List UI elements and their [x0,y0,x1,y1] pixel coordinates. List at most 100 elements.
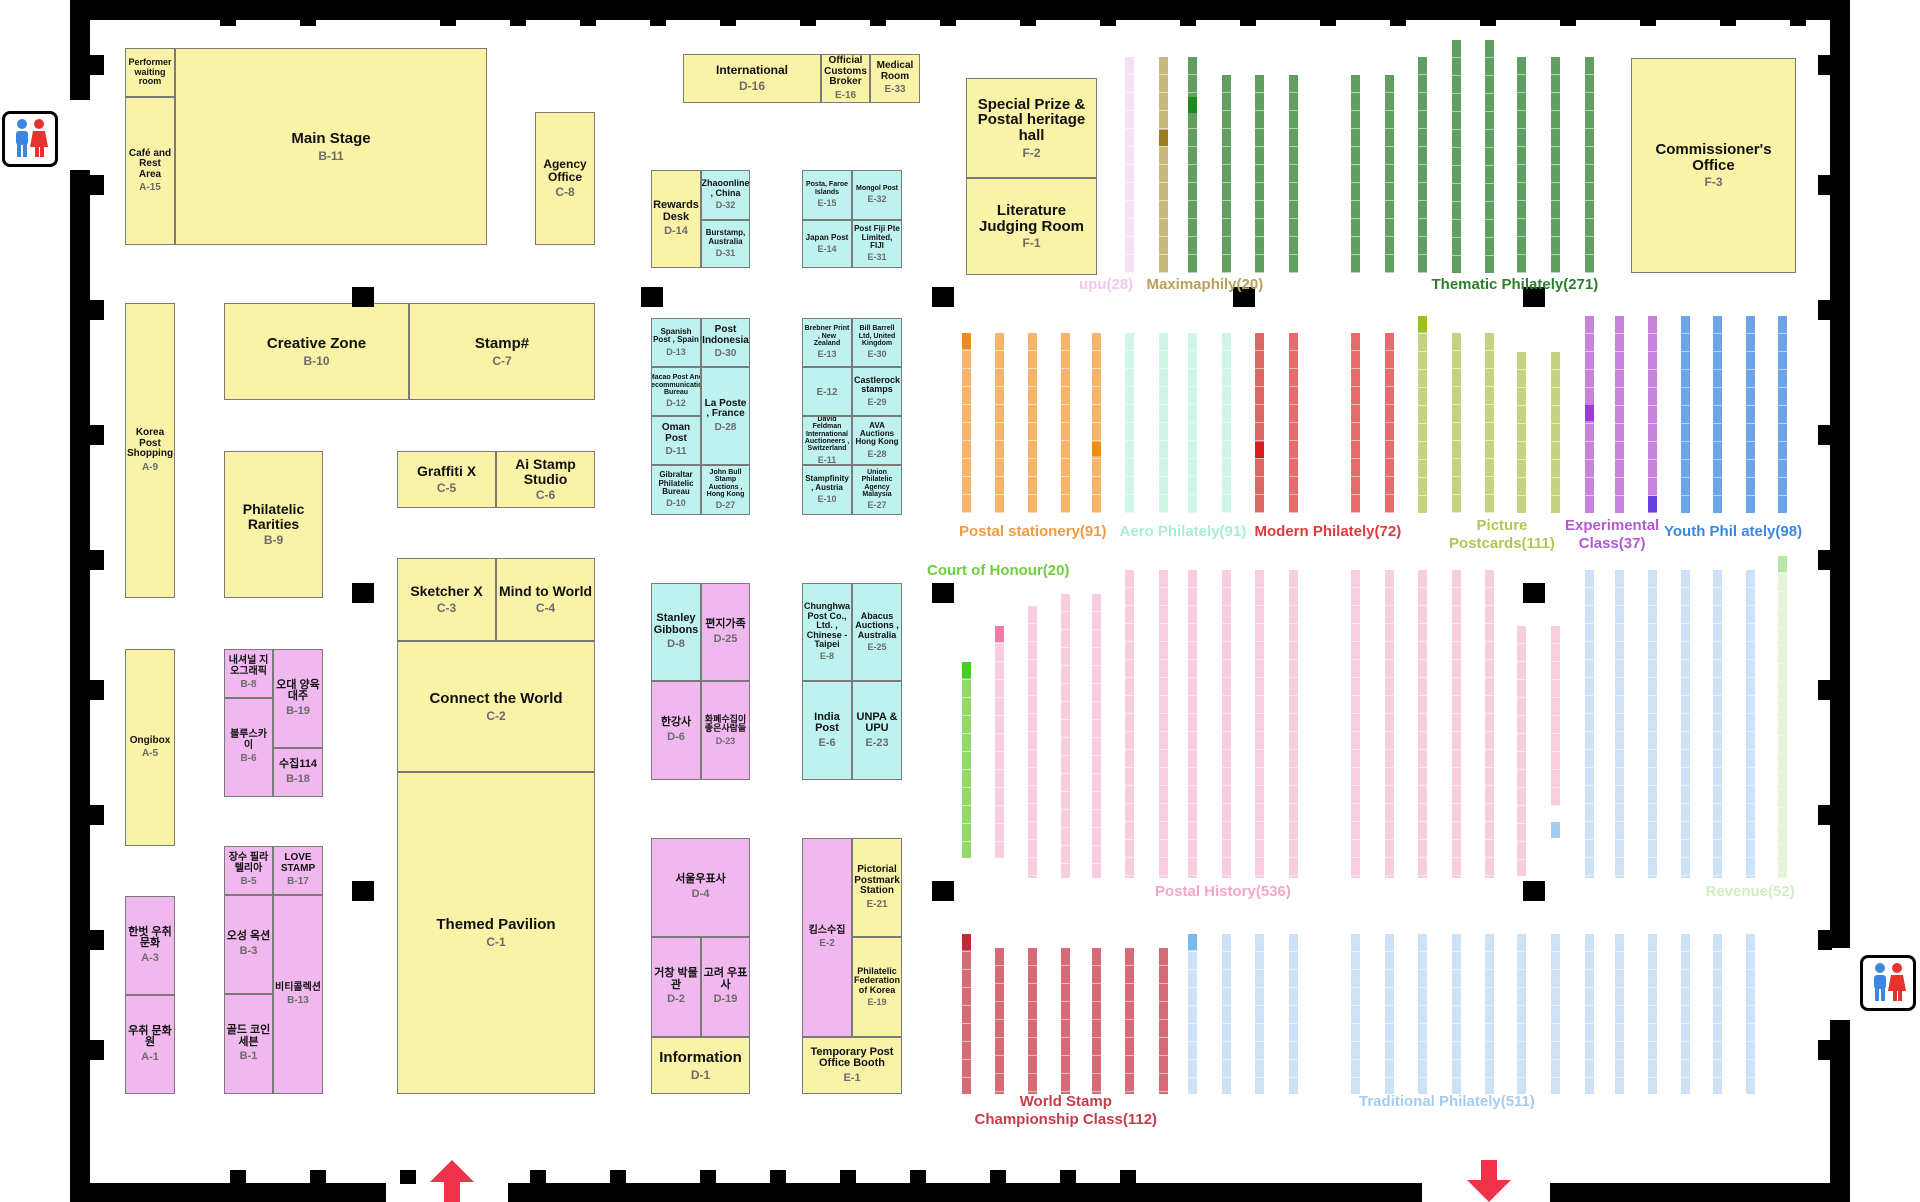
booth-stamp-sharp[interactable]: Stamp#C-7 [409,303,595,400]
exhibit-frame-postal-history[interactable] [1222,570,1231,878]
exhibit-frame-maximaphily[interactable] [1159,57,1168,273]
exhibit-frame-thematic[interactable] [1485,40,1494,273]
exhibit-frame-postal-history[interactable] [1028,606,1037,878]
exhibit-frame-postal-history[interactable] [1061,594,1070,878]
exhibit-frame-traditional[interactable] [1551,934,1560,1094]
exhibit-frame-postal-history[interactable] [1289,570,1298,878]
exhibit-frame-traditional[interactable] [1255,934,1264,1094]
exhibit-frame-traditional[interactable] [1222,934,1231,1094]
exhibit-frame-traditional[interactable] [1188,934,1197,1094]
exhibit-frame-youth[interactable] [1713,316,1722,513]
exhibit-frame-postal-history[interactable] [1092,594,1101,878]
booth-david-feldman[interactable]: David Feldman International Auctioneers … [802,416,852,465]
exhibit-frame-traditional[interactable] [1385,934,1394,1094]
exhibit-frame-aero[interactable] [1125,333,1134,513]
exhibit-frame-postal-stationery[interactable] [1028,333,1037,513]
exhibit-frame-revenue[interactable] [1778,556,1787,878]
exhibit-frame-aero[interactable] [1188,333,1197,513]
exhibit-frame-postal-history[interactable] [1125,570,1134,878]
exhibit-frame-upu[interactable] [1125,57,1134,273]
exhibit-frame-traditional-b[interactable] [1585,570,1594,878]
exhibit-frame-postal-history[interactable] [1517,626,1526,876]
exhibit-frame-thematic[interactable] [1551,57,1560,273]
exhibit-frame-thematic[interactable] [1222,75,1231,273]
exhibit-frame-postal-history[interactable] [1188,570,1197,878]
exhibit-frame-postal-stationery[interactable] [962,333,971,513]
exhibit-frame-postal-history[interactable] [1485,570,1494,878]
exhibit-frame-court-honour[interactable] [962,662,971,858]
exhibit-frame-postal-history[interactable] [1418,570,1427,878]
exhibit-frame-youth[interactable] [1681,316,1690,513]
exhibit-frame-world-stamp[interactable] [962,934,971,1094]
restroom-right[interactable] [1860,955,1916,1011]
exhibit-frame-thematic[interactable] [1255,75,1264,273]
exhibit-frame-postal-history[interactable] [1159,570,1168,878]
exhibit-frame-postal-history[interactable] [1551,626,1560,806]
exhibit-frame-picture-postcards[interactable] [1551,352,1560,513]
exhibit-frame-experimental[interactable] [1615,316,1624,513]
exhibit-frame-traditional[interactable] [1517,934,1526,1094]
booth-performer[interactable]: Performer waiting room [125,48,175,97]
exhibit-frame-experimental[interactable] [1648,316,1657,513]
exhibit-frame-thematic[interactable] [1418,57,1427,273]
exhibit-frame-youth[interactable] [1746,316,1755,513]
exhibit-frame-world-stamp[interactable] [1028,948,1037,1094]
exhibit-frame-traditional[interactable] [1418,934,1427,1094]
exhibit-frame-thematic[interactable] [1385,75,1394,273]
exhibit-frame-world-stamp[interactable] [1125,948,1134,1094]
exhibit-frame-world-stamp[interactable] [1159,948,1168,1094]
exhibit-frame-traditional[interactable] [1452,934,1461,1094]
exhibit-frame-picture-postcards[interactable] [1485,333,1494,513]
exhibit-frame-world-stamp[interactable] [995,948,1004,1094]
exhibit-frame-traditional[interactable] [1585,934,1594,1094]
exhibit-frame-traditional[interactable] [1681,934,1690,1094]
exhibit-frame-picture-postcards[interactable] [1418,316,1427,513]
exhibit-frame-thematic[interactable] [1517,57,1526,273]
exhibit-frame-youth[interactable] [1778,316,1787,513]
exhibit-frame-traditional-b[interactable] [1681,570,1690,878]
exhibit-frame-postal-stationery[interactable] [1092,333,1101,513]
exhibit-frame-postal-history[interactable] [1385,570,1394,878]
restroom-left[interactable] [2,111,58,167]
exhibit-frame-traditional[interactable] [1648,934,1657,1094]
exhibit-frame-modern[interactable] [1351,333,1360,513]
exhibit-frame-traditional[interactable] [1289,934,1298,1094]
exhibit-frame-traditional-b[interactable] [1746,570,1755,878]
